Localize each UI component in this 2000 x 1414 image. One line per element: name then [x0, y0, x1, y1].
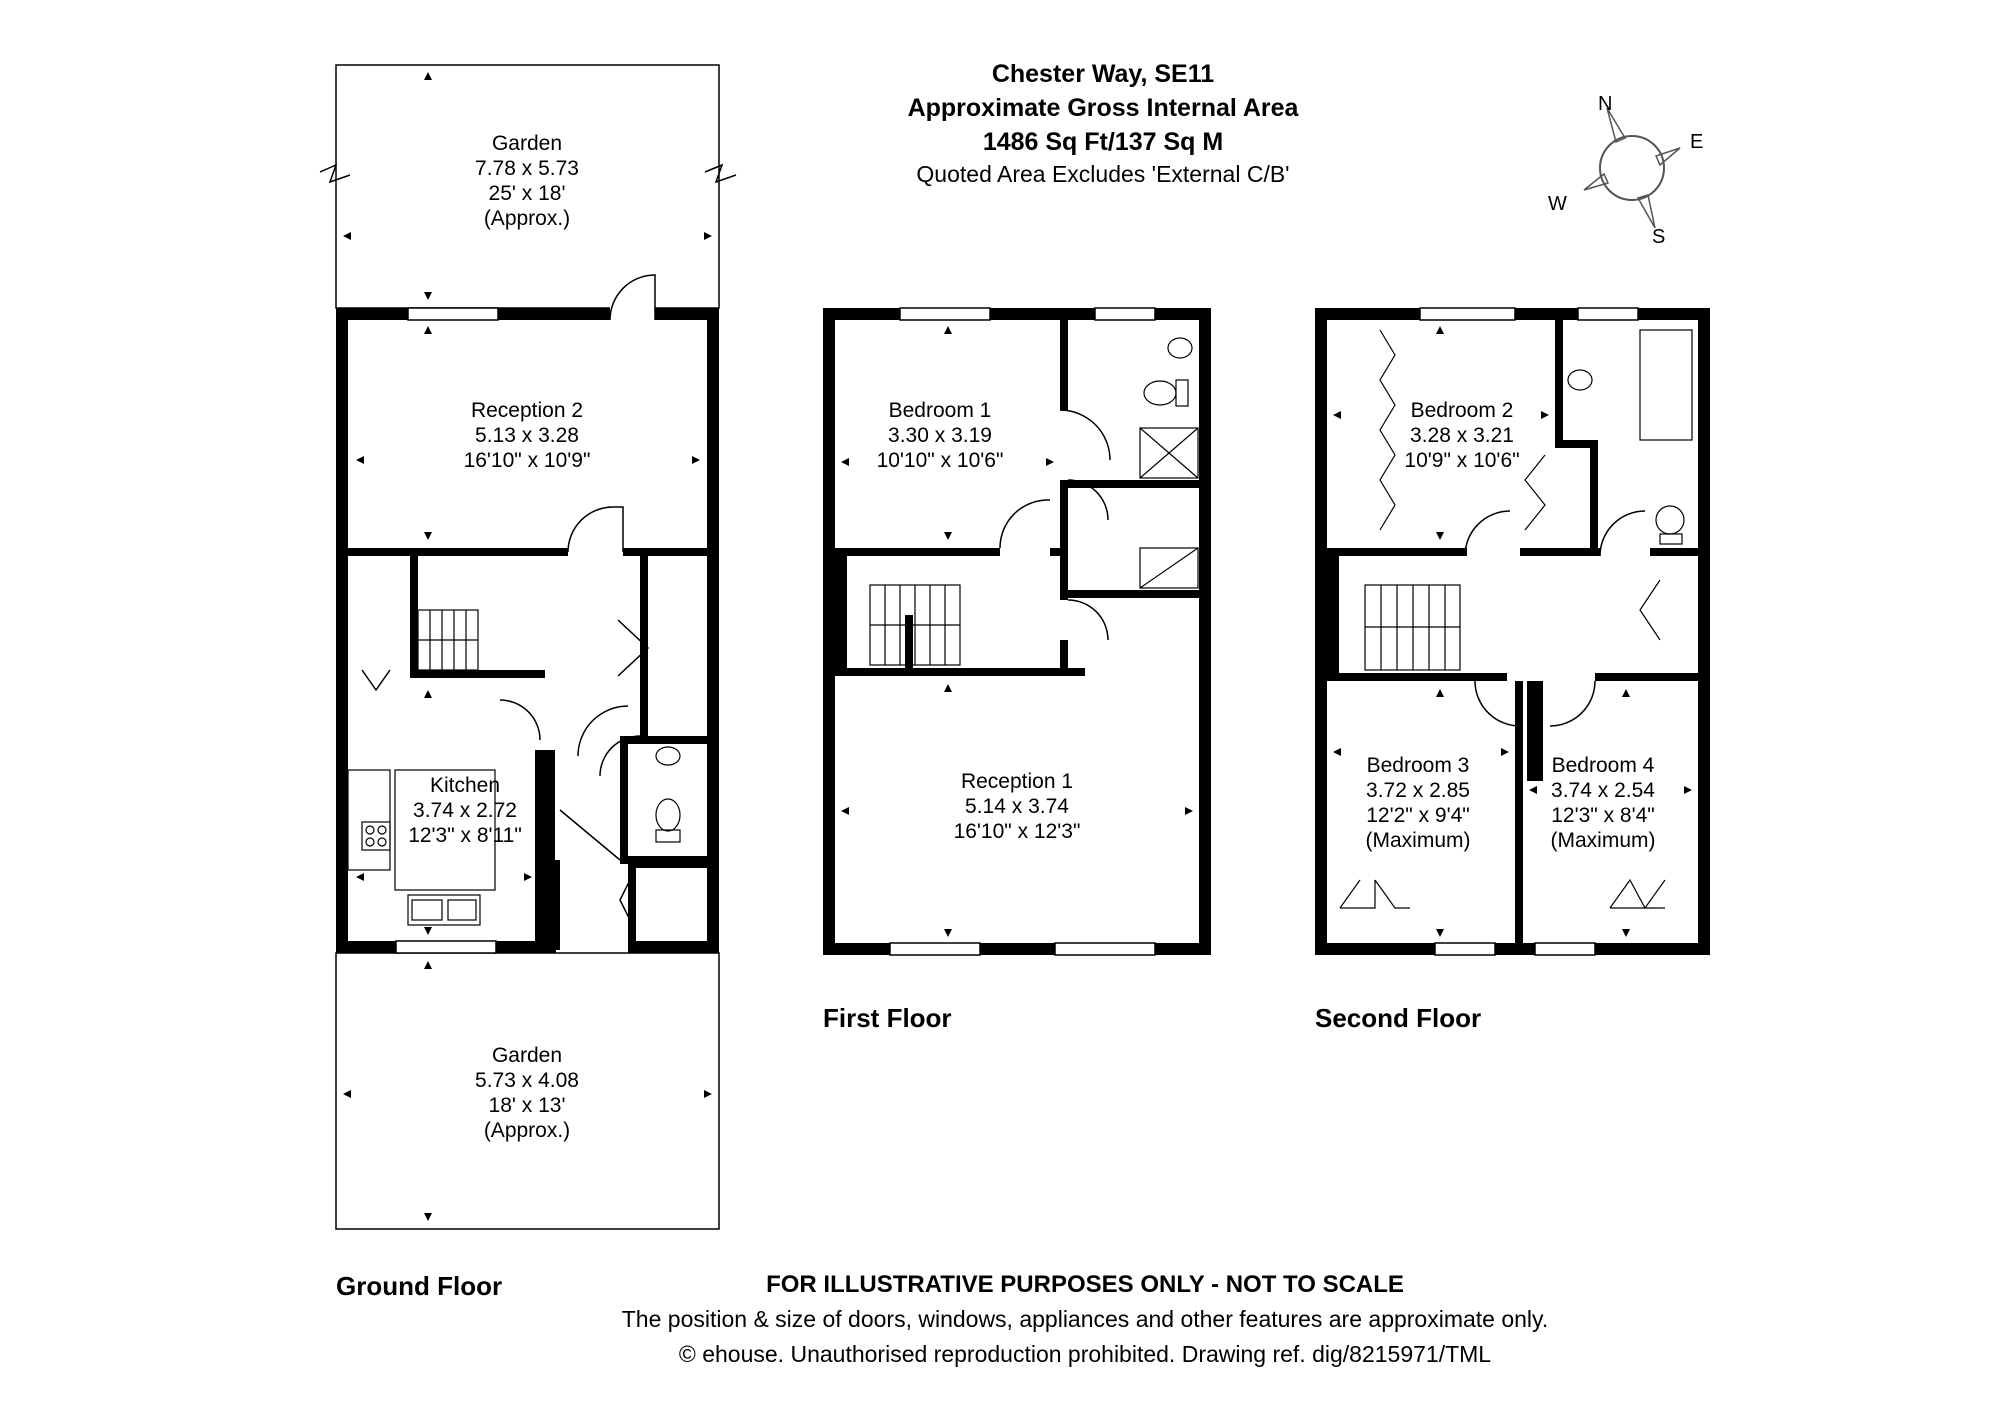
first-floor-plan: Bedroom 1 3.30 x 3.19 10'10" x 10'6" Rec…: [823, 307, 1211, 1033]
compass-s: S: [1652, 226, 1665, 248]
svg-text:3.30 x 3.19: 3.30 x 3.19: [888, 424, 992, 447]
svg-text:Bedroom 2: Bedroom 2: [1411, 399, 1514, 422]
position-note: The position & size of doors, windows, a…: [622, 1306, 1548, 1332]
svg-text:10'9" x 10'6": 10'9" x 10'6": [1404, 449, 1519, 472]
bedroom-1-label: Bedroom 1 3.30 x 3.19 10'10" x 10'6": [877, 399, 1004, 472]
svg-text:5.73 x 4.08: 5.73 x 4.08: [475, 1069, 579, 1092]
bedroom-4-label: Bedroom 4 3.74 x 2.54 12'3" x 8'4" (Maxi…: [1551, 754, 1656, 852]
second-floor-plan: Bedroom 2 3.28 x 3.21 10'9" x 10'6" Bedr…: [1315, 307, 1710, 1033]
svg-text:(Approx.): (Approx.): [484, 207, 570, 230]
svg-text:Bedroom 4: Bedroom 4: [1552, 754, 1655, 777]
svg-text:3.28 x 3.21: 3.28 x 3.21: [1410, 424, 1514, 447]
svg-text:10'10" x 10'6": 10'10" x 10'6": [877, 449, 1004, 472]
footer: FOR ILLUSTRATIVE PURPOSES ONLY - NOT TO …: [622, 1271, 1548, 1367]
address-title: Chester Way, SE11: [992, 60, 1214, 88]
front-garden-label: Garden 5.73 x 4.08 18' x 13' (Approx.): [475, 1044, 579, 1142]
header: Chester Way, SE11 Approximate Gross Inte…: [908, 60, 1300, 187]
svg-text:16'10" x 10'9": 16'10" x 10'9": [464, 449, 591, 472]
reception-2-label: Reception 2 5.13 x 3.28 16'10" x 10'9": [464, 399, 591, 472]
area-title: Approximate Gross Internal Area: [908, 94, 1300, 122]
svg-text:12'2" x 9'4": 12'2" x 9'4": [1366, 804, 1470, 827]
svg-text:12'3" x 8'4": 12'3" x 8'4": [1551, 804, 1655, 827]
svg-text:25' x 18': 25' x 18': [489, 182, 566, 205]
bedroom-2-label: Bedroom 2 3.28 x 3.21 10'9" x 10'6": [1404, 399, 1519, 472]
svg-text:Reception 2: Reception 2: [471, 399, 583, 422]
svg-text:Kitchen: Kitchen: [430, 774, 500, 797]
rear-garden-label: Garden 7.78 x 5.73 25' x 18' (Approx.): [475, 132, 579, 230]
compass-e: E: [1690, 131, 1703, 153]
svg-text:3.74 x 2.72: 3.74 x 2.72: [413, 799, 517, 822]
svg-text:5.13 x 3.28: 5.13 x 3.28: [475, 424, 579, 447]
svg-text:3.72 x 2.85: 3.72 x 2.85: [1366, 779, 1470, 802]
second-floor-label: Second Floor: [1315, 1003, 1481, 1033]
svg-text:Bedroom 3: Bedroom 3: [1367, 754, 1470, 777]
svg-text:18' x 13': 18' x 13': [489, 1094, 566, 1117]
ground-floor-label: Ground Floor: [336, 1271, 502, 1301]
svg-text:Bedroom 1: Bedroom 1: [889, 399, 992, 422]
svg-text:3.74 x 2.54: 3.74 x 2.54: [1551, 779, 1655, 802]
compass-n: N: [1598, 93, 1612, 115]
svg-text:(Maximum): (Maximum): [1551, 829, 1656, 852]
disclaimer: FOR ILLUSTRATIVE PURPOSES ONLY - NOT TO …: [766, 1271, 1404, 1298]
area-note: Quoted Area Excludes 'External C/B': [916, 161, 1289, 187]
svg-text:(Approx.): (Approx.): [484, 1119, 570, 1142]
svg-text:12'3" x 8'11": 12'3" x 8'11": [408, 824, 522, 847]
copyright-note: © ehouse. Unauthorised reproduction proh…: [679, 1341, 1491, 1367]
compass-rose-icon: N E S W: [1548, 93, 1703, 248]
reception-1-label: Reception 1 5.14 x 3.74 16'10" x 12'3": [954, 770, 1081, 843]
svg-text:Garden: Garden: [492, 132, 562, 155]
kitchen-label: Kitchen 3.74 x 2.72 12'3" x 8'11": [408, 774, 522, 847]
compass-w: W: [1548, 193, 1567, 215]
area-value: 1486 Sq Ft/137 Sq M: [983, 128, 1223, 156]
first-floor-label: First Floor: [823, 1003, 952, 1033]
svg-text:Reception 1: Reception 1: [961, 770, 1073, 793]
svg-text:5.14 x 3.74: 5.14 x 3.74: [965, 795, 1069, 818]
svg-text:16'10" x 12'3": 16'10" x 12'3": [954, 820, 1081, 843]
svg-text:Garden: Garden: [492, 1044, 562, 1067]
svg-text:7.78 x 5.73: 7.78 x 5.73: [475, 157, 579, 180]
bedroom-3-label: Bedroom 3 3.72 x 2.85 12'2" x 9'4" (Maxi…: [1366, 754, 1471, 852]
svg-text:(Maximum): (Maximum): [1366, 829, 1471, 852]
ground-floor-plan: Garden 7.78 x 5.73 25' x 18' (Approx.) R…: [319, 64, 737, 1301]
